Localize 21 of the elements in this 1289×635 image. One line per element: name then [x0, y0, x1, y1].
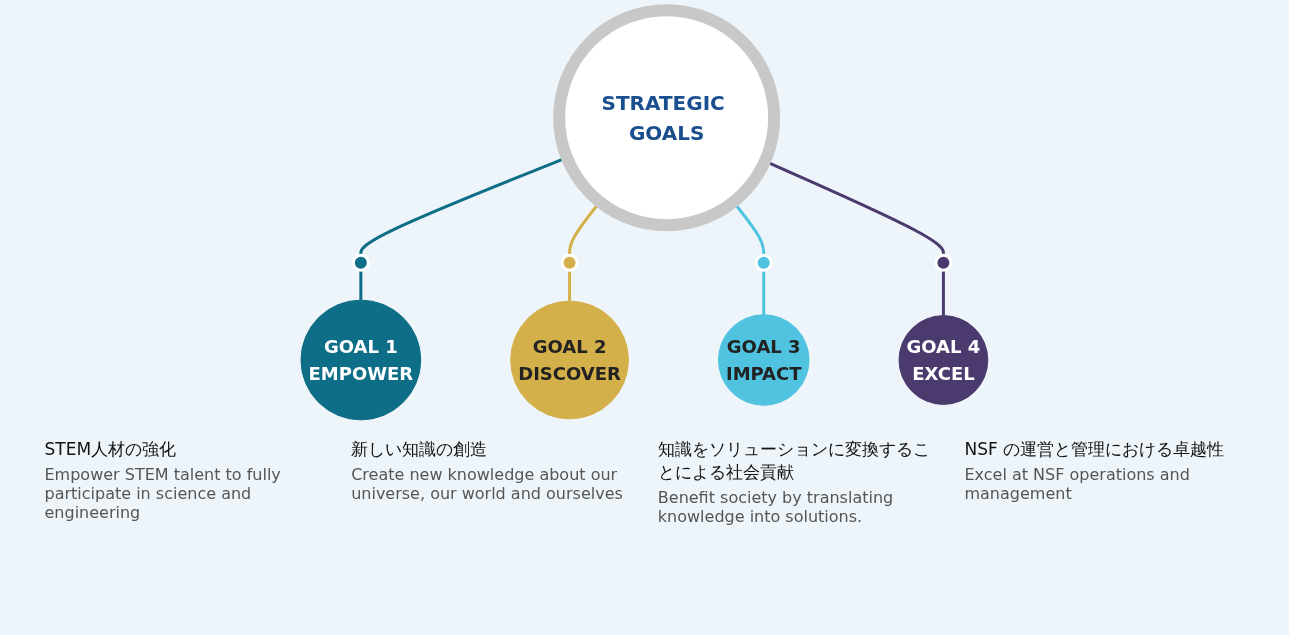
connector [568, 270, 572, 302]
node-circle: STRATEGIC GOALS [553, 4, 781, 232]
goal-description: Empower STEM talent to fully participate in science and engineering [44, 465, 282, 522]
goal-heading: STEM人材の強化 [44, 438, 178, 461]
goal-description: Create new knowledge about our universe, our world and ourselves [351, 465, 624, 503]
connector [359, 270, 363, 301]
node-circle: GOAL 1 EMPOWER [300, 299, 422, 421]
goal-description: Benefit society by translating knowledge into solutions. [657, 488, 895, 526]
node-circle [560, 253, 579, 272]
goal-description: Excel at NSF operations and management [964, 465, 1191, 503]
connector [762, 270, 766, 315]
node-circle: GOAL 3 IMPACT [718, 314, 810, 406]
goal-heading: 新しい知識の創造 [351, 438, 489, 461]
node-circle [934, 253, 953, 272]
node-circle [351, 253, 370, 272]
goal-heading: NSF の運営と管理における卓越性 [964, 438, 1226, 461]
node-circle: GOAL 2 DISCOVER [510, 300, 630, 420]
node-circle [754, 253, 773, 272]
connector [942, 270, 945, 316]
goal-heading: 知識をソリューションに変換することによる社会貢献 [657, 438, 931, 484]
node-circle: GOAL 4 EXCEL [898, 315, 989, 405]
